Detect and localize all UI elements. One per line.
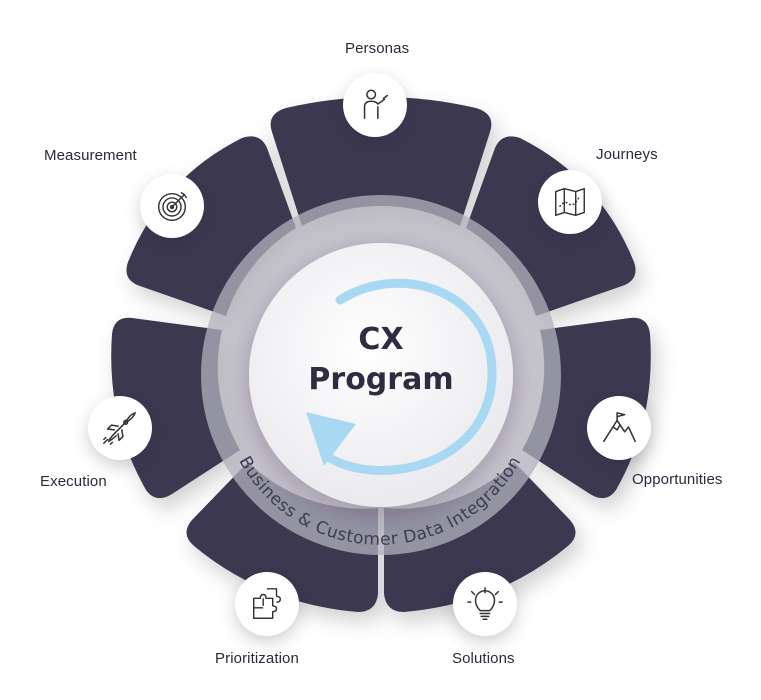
label-prioritization: Prioritization <box>215 650 299 667</box>
puzzle-icon <box>252 588 282 619</box>
journeys-icon-circle[interactable] <box>538 170 602 234</box>
segment-personas <box>270 97 492 226</box>
center-title: CX Program <box>276 320 486 400</box>
solutions-icon-circle[interactable] <box>453 572 517 636</box>
cycle-arrow-head <box>306 412 356 466</box>
segment-measurement <box>126 136 296 316</box>
execution-icon-circle[interactable] <box>88 396 152 460</box>
label-journeys: Journeys <box>596 146 658 163</box>
segment-prioritization <box>186 462 378 612</box>
data-integration-ring <box>201 195 561 555</box>
label-execution: Execution <box>40 473 107 490</box>
cycle-arrow-icon <box>320 278 497 475</box>
segment-solutions <box>384 462 576 612</box>
prioritization-icon-circle[interactable] <box>235 572 299 636</box>
rocket-icon <box>103 412 136 445</box>
map-icon <box>555 187 585 217</box>
center-hub <box>249 243 513 507</box>
personas-icon-circle[interactable] <box>343 73 407 137</box>
label-personas: Personas <box>345 40 410 57</box>
measurement-icon-circle[interactable] <box>140 174 204 238</box>
center-title-line2: Program <box>308 362 454 397</box>
person-presenting-icon <box>363 89 389 120</box>
mountain-flag-icon <box>603 412 636 443</box>
label-measurement: Measurement <box>44 147 137 164</box>
label-opportunities: Opportunities <box>632 471 723 488</box>
label-solutions: Solutions <box>452 650 515 667</box>
center-title-line1: CX <box>358 322 404 357</box>
lightbulb-icon <box>467 587 503 620</box>
target-icon <box>157 191 187 221</box>
opportunities-icon-circle[interactable] <box>587 396 651 460</box>
